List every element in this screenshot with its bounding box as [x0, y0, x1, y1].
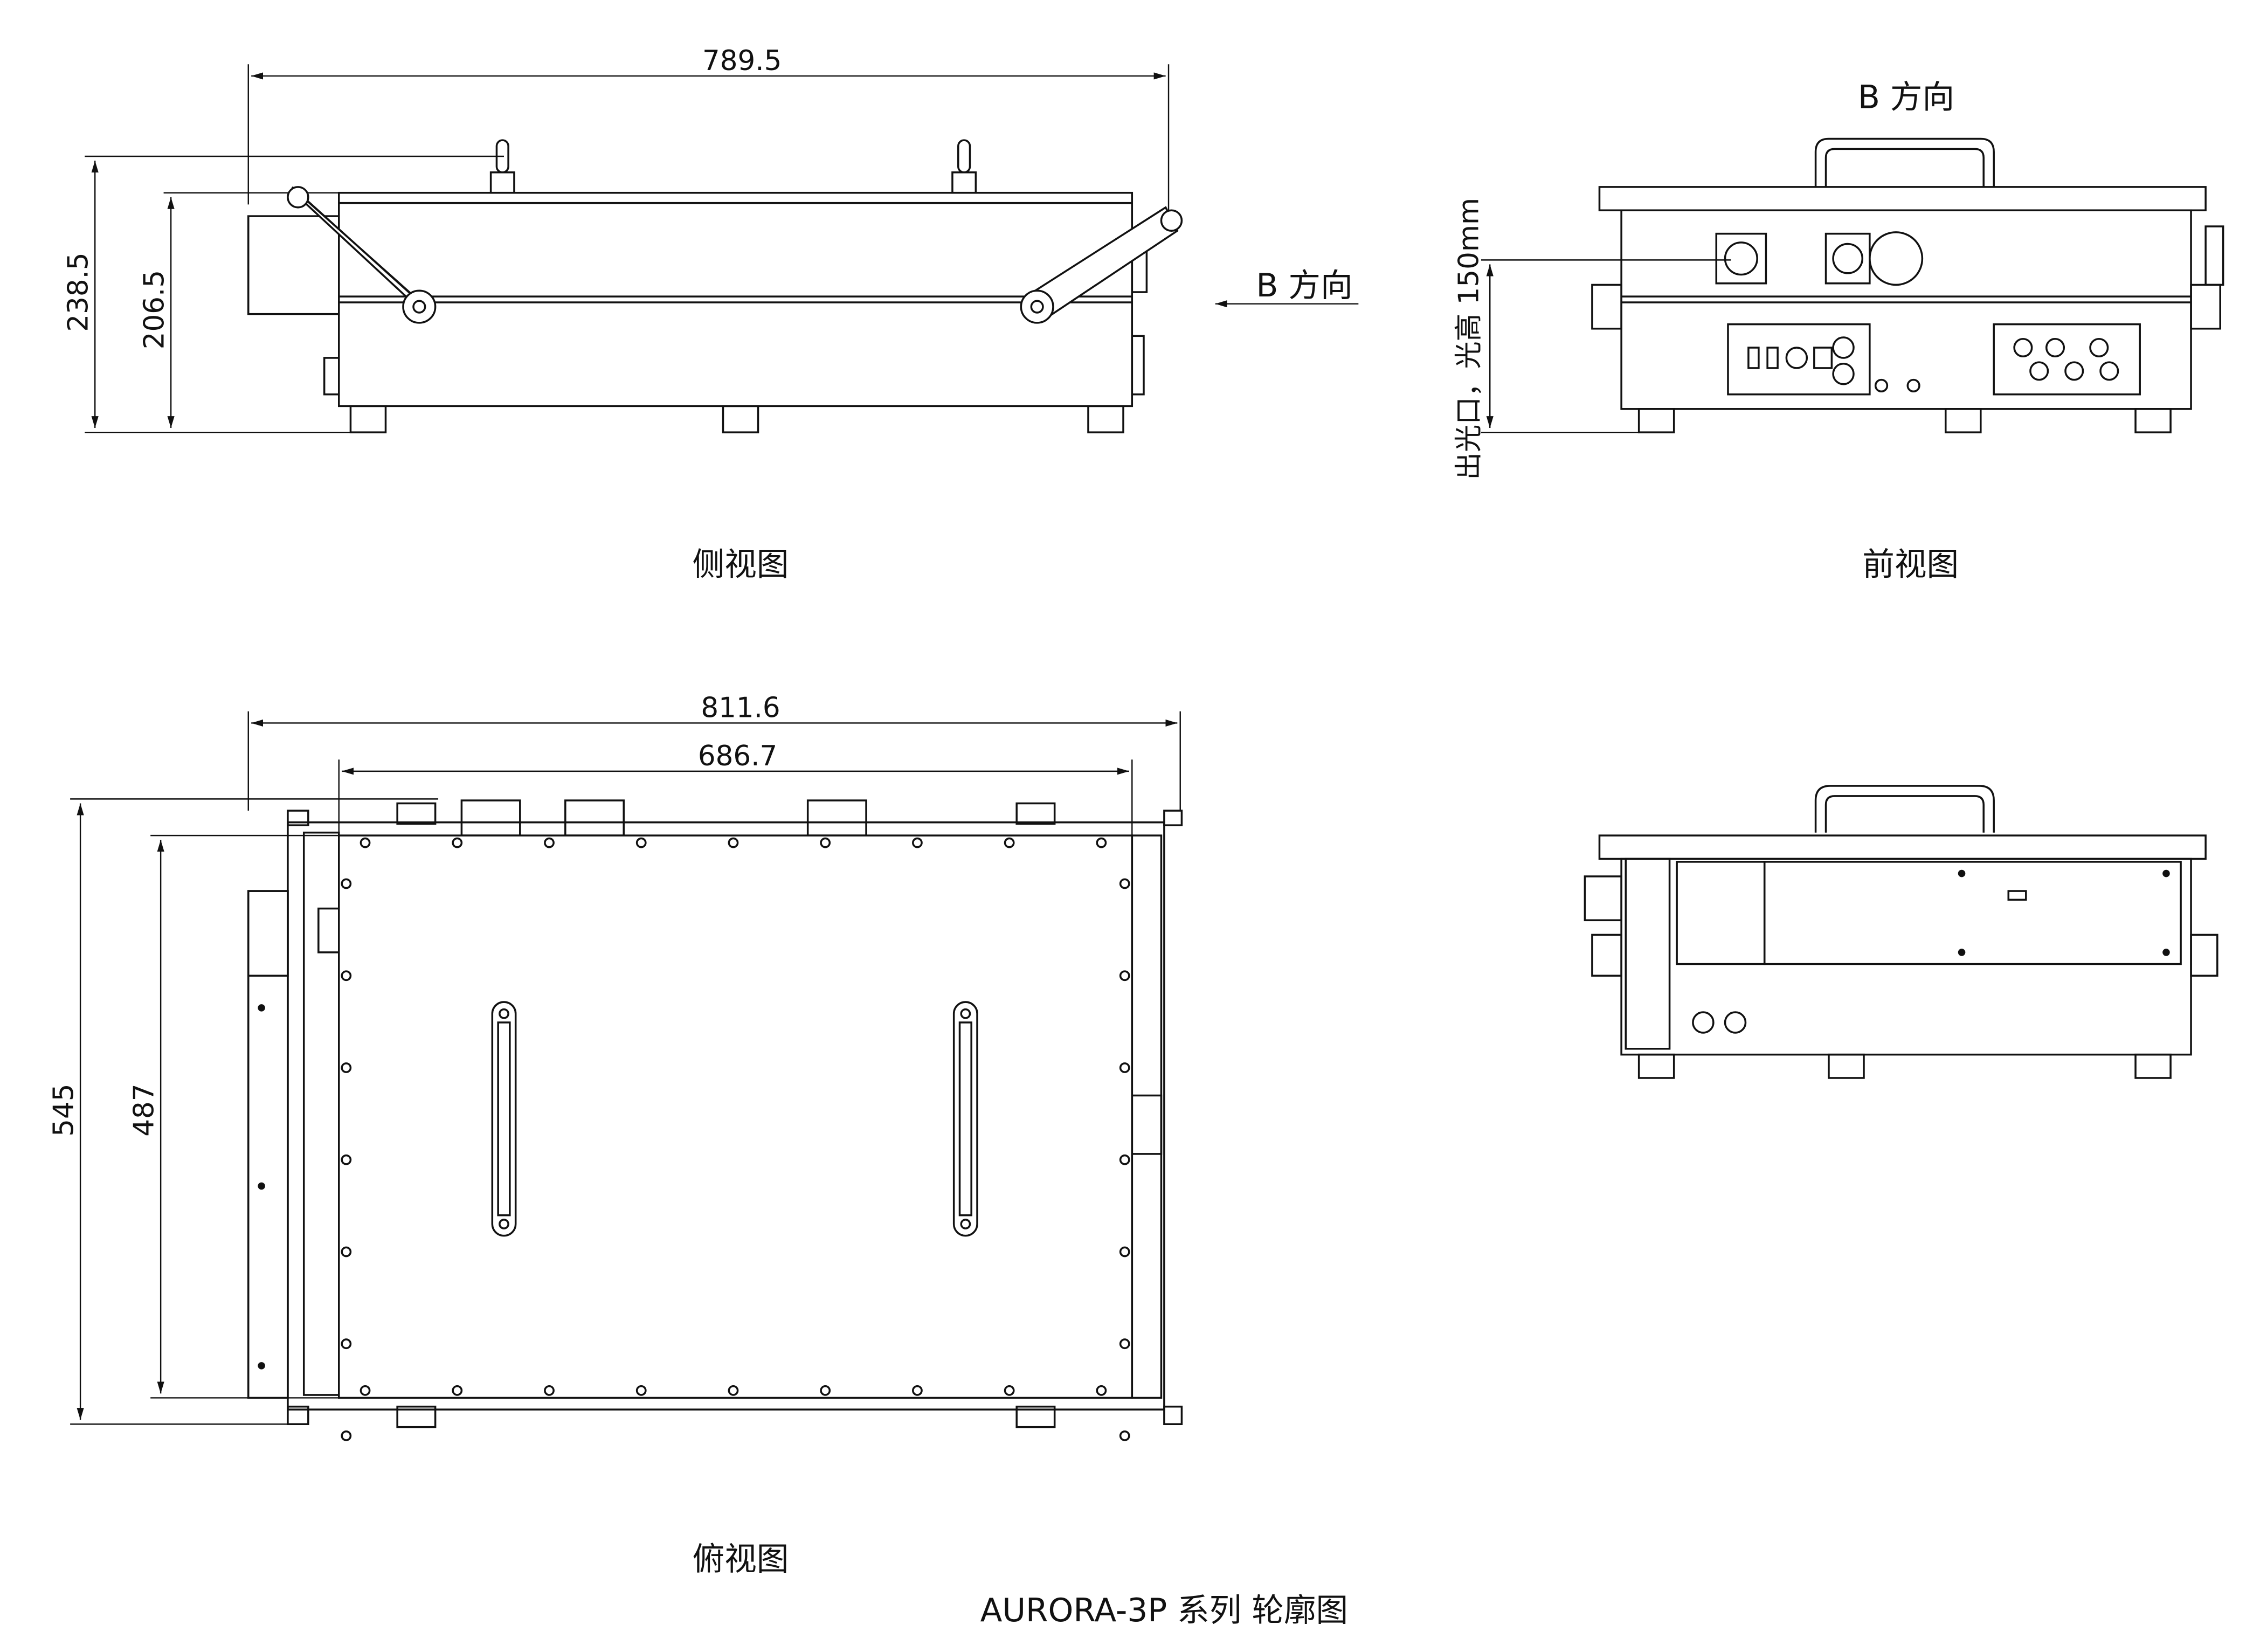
dim-238-5: 238.5 [63, 252, 95, 331]
screw [1004, 837, 1015, 848]
dim-811-6: 811.6 [701, 692, 780, 724]
front-view-label: 前视图 [1862, 547, 1959, 584]
screw [341, 1430, 352, 1441]
screw [728, 837, 739, 848]
screw [544, 1385, 555, 1396]
screw [341, 1154, 352, 1165]
screw [635, 837, 647, 848]
screw [452, 1385, 463, 1396]
carry-handle [1814, 137, 1995, 187]
screw [341, 1062, 352, 1073]
foot [722, 405, 759, 433]
cable-gland-panel [1993, 323, 2141, 396]
screw [360, 1385, 371, 1396]
screw [341, 1338, 352, 1350]
lifting-eye [951, 139, 977, 194]
foot [1087, 405, 1124, 433]
screw [1119, 1062, 1130, 1073]
screw [341, 970, 352, 981]
screw [912, 837, 923, 848]
top-body [338, 834, 1134, 1399]
screw [1119, 1338, 1130, 1350]
drawing-title: AURORA-3P 系列 轮廓图 [980, 1592, 1349, 1629]
side-handle-left [287, 186, 437, 324]
b-direction-label: B 方向 [1256, 267, 1353, 305]
rear-view [1584, 785, 2218, 1079]
screw [341, 1246, 352, 1257]
top-view-label: 俯视图 [693, 1541, 789, 1578]
dim-487: 487 [128, 1083, 161, 1136]
screw [341, 878, 352, 889]
top-view: 811.6 686.7 545 487 [48, 692, 1183, 1578]
screw [1119, 1246, 1130, 1257]
side-view: 789.5 238.5 206.5 [63, 45, 1359, 584]
screw [544, 837, 555, 848]
screw [1004, 1385, 1015, 1396]
dim-789-5: 789.5 [702, 45, 782, 77]
dimension-length: 789.5 [247, 45, 1170, 219]
screw [635, 1385, 647, 1396]
screw [360, 837, 371, 848]
control-panel [1727, 323, 1871, 396]
screw [728, 1385, 739, 1396]
rear-strip [247, 890, 289, 1399]
screw [1096, 837, 1107, 848]
screw [1096, 1385, 1107, 1396]
front-b-direction-label: B 方向 [1858, 79, 1954, 116]
side-handle-right [1020, 206, 1183, 324]
dimension-height-body: 206.5 [139, 192, 339, 428]
beam-height-note: 出光口，光高 150mm [1453, 198, 1485, 480]
front-view: B 方向 [1453, 79, 2224, 584]
top-handle-left [491, 1001, 517, 1237]
screw [912, 1385, 923, 1396]
output-port [1715, 232, 1767, 285]
foot [349, 405, 387, 433]
lifting-eye [489, 139, 515, 194]
screw [820, 837, 831, 848]
screw [1119, 1154, 1130, 1165]
dim-545: 545 [48, 1083, 80, 1136]
screws [341, 837, 1130, 1441]
screw [1119, 878, 1130, 889]
screw [452, 837, 463, 848]
side-body [338, 191, 1134, 407]
top-handle-right [952, 1001, 978, 1237]
side-rear-block [247, 215, 340, 315]
screw [820, 1385, 831, 1396]
dim-206-5: 206.5 [139, 270, 171, 349]
screw [1119, 970, 1130, 981]
dim-686-7: 686.7 [698, 740, 777, 772]
side-view-label: 侧视图 [693, 547, 789, 584]
dimension-height-total: 238.5 [63, 155, 504, 433]
screw [1119, 1430, 1130, 1441]
